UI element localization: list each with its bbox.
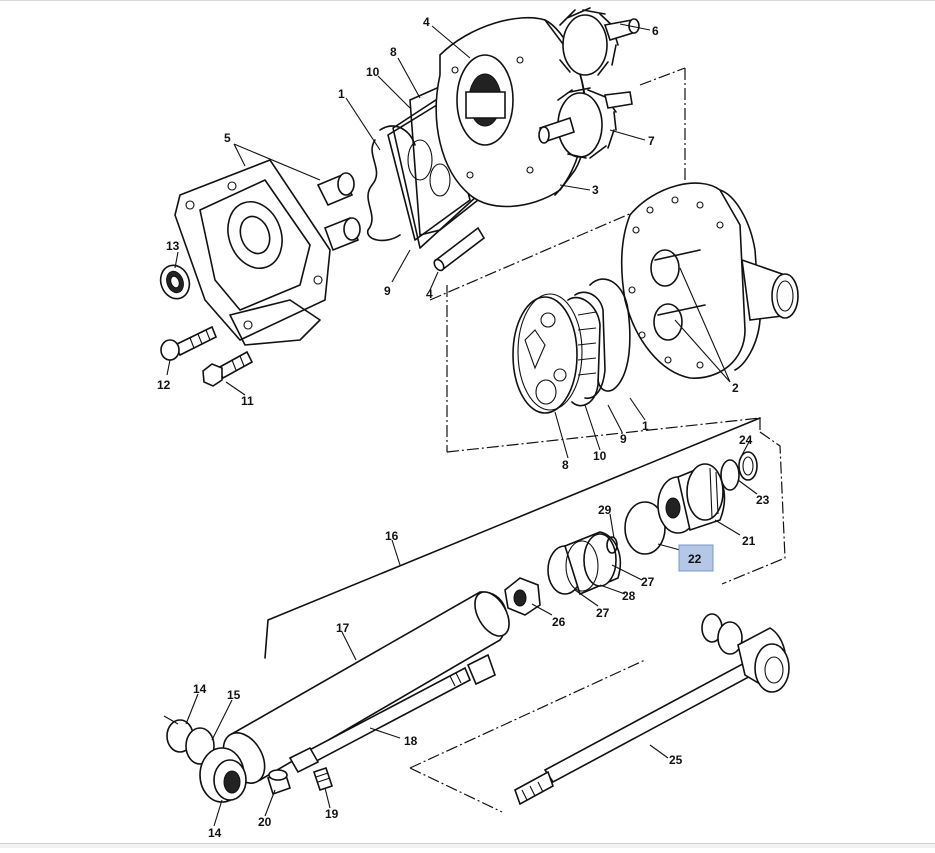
label-8b: 8 xyxy=(562,458,569,472)
nut-26 xyxy=(504,577,541,616)
rings-23-24 xyxy=(720,451,758,491)
right-housing-2 xyxy=(620,182,799,379)
label-24: 24 xyxy=(739,433,753,447)
cylinder-barrel-17 xyxy=(222,591,510,784)
label-5: 5 xyxy=(224,131,231,145)
label-2: 2 xyxy=(732,381,739,395)
label-10b: 10 xyxy=(593,449,607,463)
label-4b: 4 xyxy=(426,287,433,301)
label-9: 9 xyxy=(384,284,391,298)
cylinder-outline xyxy=(264,417,786,813)
wear-plate-8 xyxy=(512,293,583,414)
label-15: 15 xyxy=(227,688,241,702)
label-28: 28 xyxy=(622,589,636,603)
set-screw-19 xyxy=(312,766,334,792)
label-13: 13 xyxy=(166,239,180,253)
piston-rod-18 xyxy=(288,666,472,774)
lower-gaskets xyxy=(567,278,631,407)
gear-7 xyxy=(538,87,633,159)
label-14b: 14 xyxy=(208,826,222,840)
bolt-11 xyxy=(202,350,254,387)
label-14: 14 xyxy=(193,682,207,696)
label-16: 16 xyxy=(385,529,399,543)
label-1b: 1 xyxy=(642,419,649,433)
part-labels: 4 8 10 1 5 6 7 3 13 9 4 12 11 2 1 9 10 8… xyxy=(157,15,770,840)
label-4: 4 xyxy=(423,15,430,29)
label-26: 26 xyxy=(552,615,566,629)
label-17: 17 xyxy=(336,621,350,635)
label-25: 25 xyxy=(669,753,683,767)
fitting-20 xyxy=(267,769,291,796)
label-20: 20 xyxy=(258,815,272,829)
left-housing xyxy=(174,159,331,346)
rod-end-14-15 xyxy=(166,719,247,803)
bolt-12 xyxy=(160,325,218,361)
seal-13 xyxy=(159,264,191,300)
label-9b: 9 xyxy=(620,432,627,446)
leader-lines xyxy=(163,23,758,827)
label-3: 3 xyxy=(592,183,599,197)
piston-28 xyxy=(547,531,622,596)
bottom-scrollbar-strip xyxy=(0,843,935,848)
o-ring-22 xyxy=(624,501,666,555)
label-11: 11 xyxy=(241,394,254,408)
label-8: 8 xyxy=(390,45,397,59)
label-27b: 27 xyxy=(596,606,610,620)
highlight-22 xyxy=(678,544,714,572)
gland-21 xyxy=(657,463,726,534)
gear-6 xyxy=(559,7,640,76)
label-10: 10 xyxy=(366,65,380,79)
rod-assembly-25 xyxy=(514,613,790,806)
label-23: 23 xyxy=(756,493,770,507)
left-bushings xyxy=(316,172,361,252)
label-6: 6 xyxy=(652,24,659,38)
label-12: 12 xyxy=(157,378,171,392)
label-18: 18 xyxy=(404,734,418,748)
label-22: 22 xyxy=(688,552,702,566)
top-border xyxy=(0,0,935,1)
label-1: 1 xyxy=(338,87,345,101)
label-27: 27 xyxy=(641,575,655,589)
label-29: 29 xyxy=(598,503,612,517)
label-7: 7 xyxy=(648,134,655,148)
label-19: 19 xyxy=(325,807,339,821)
label-21: 21 xyxy=(742,534,756,548)
dowel-pin-4 xyxy=(433,226,486,272)
